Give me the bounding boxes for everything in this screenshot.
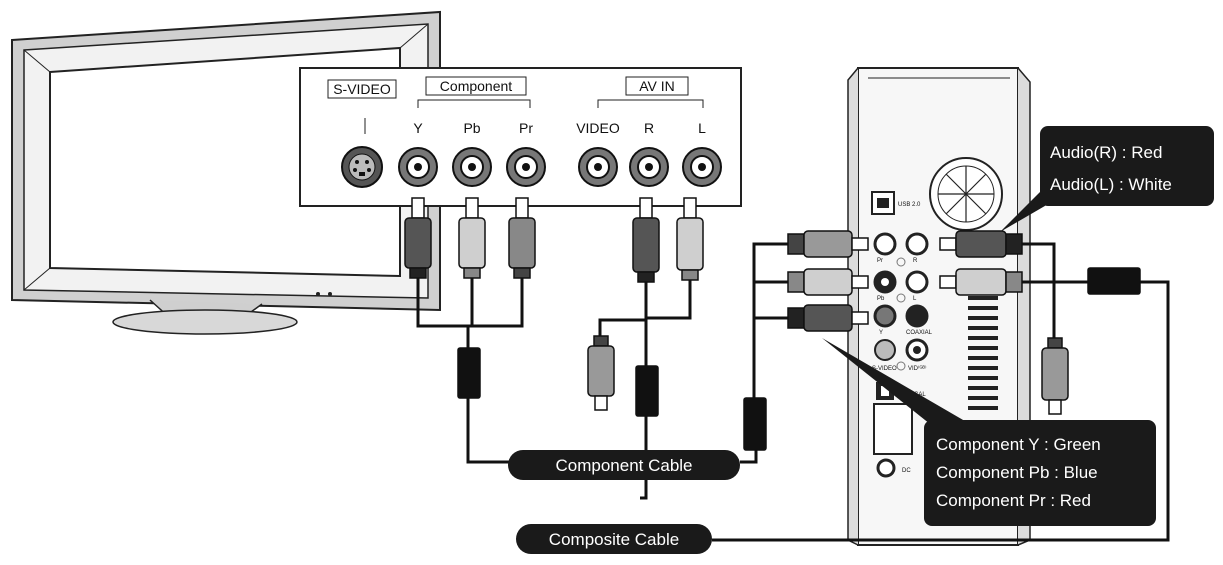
tv-input-panel: S-VIDEO Component AV IN Y Pb Pr VIDEO R … (299, 67, 742, 207)
fan-vent-icon (929, 157, 1003, 231)
svideo-jack-icon (341, 146, 383, 188)
hdmi-port-icon (873, 403, 913, 455)
svideo-group-label: S-VIDEO (333, 81, 391, 97)
rca-plugs-tv (404, 197, 1141, 451)
player-label-r: R (913, 258, 918, 264)
audio-callout-line-2: Audio(L) : White (1050, 175, 1172, 194)
audio-callout: Audio(R) : Red Audio(L) : White (1000, 126, 1214, 232)
rca-jack-r-icon (629, 147, 669, 187)
component-group-label: Component (440, 78, 512, 94)
player-label-pr: Pr (877, 258, 883, 264)
component-cable-text: Component Cable (555, 456, 692, 475)
composite-cable-text: Composite Cable (549, 530, 679, 549)
composite-cable-label: Composite Cable (516, 524, 712, 554)
player-label-y: Y (879, 330, 883, 336)
component-callout-line-1: Component Y : Green (936, 435, 1101, 454)
player-label-vid: VID⁽ᴳᴮ⁾ (908, 365, 927, 372)
rca-jack-y-icon (398, 147, 438, 187)
jack-label-pr: Pr (519, 120, 533, 136)
jack-label-r: R (644, 120, 654, 136)
component-callout-line-2: Component Pb : Blue (936, 463, 1098, 482)
rca-jack-video-icon (578, 147, 618, 187)
player-label-usb: USB 2.0 (898, 202, 921, 208)
jack-label-y: Y (413, 120, 423, 136)
player-jacks (873, 232, 929, 371)
rca-plugs-player (787, 230, 1069, 415)
player-label-pb: Pb (877, 296, 885, 302)
component-callout: Component Y : Green Component Pb : Blue … (822, 338, 1156, 526)
jack-label-l: L (698, 120, 706, 136)
rca-jack-pr-icon (506, 147, 546, 187)
vent-slots (968, 296, 998, 410)
rca-jack-pb-icon (452, 147, 492, 187)
player-label-coaxial: COAXIAL (906, 330, 933, 336)
player-label-dc: DC (902, 468, 911, 474)
component-cable-label: Component Cable (508, 450, 740, 480)
av-in-group-label: AV IN (639, 78, 675, 94)
jack-label-pb: Pb (463, 120, 480, 136)
player-label-svideo: S-VIDEO (872, 366, 897, 372)
cable-wires (416, 242, 1170, 542)
player-label-l: L (913, 296, 917, 302)
audio-callout-line-1: Audio(R) : Red (1050, 143, 1162, 162)
component-callout-line-3: Component Pr : Red (936, 491, 1091, 510)
dc-port-icon (876, 458, 896, 478)
jack-label-video: VIDEO (576, 120, 620, 136)
rca-jack-l-icon (682, 147, 722, 187)
